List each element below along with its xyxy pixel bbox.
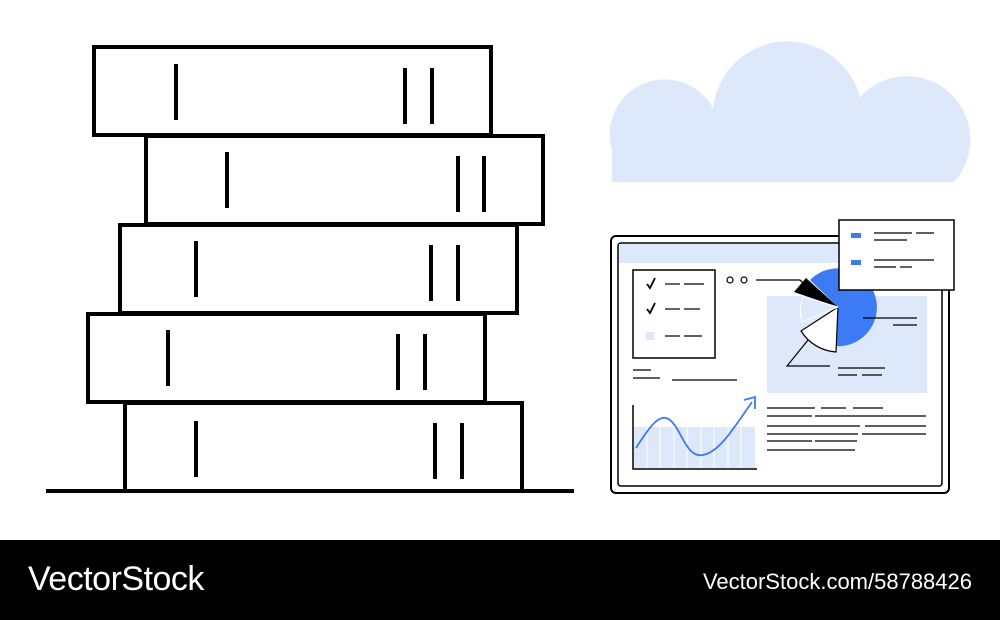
legend-card (838, 219, 955, 291)
stock-id-link[interactable]: VectorStock.com/58788426 (702, 569, 972, 594)
pie-slice-light (799, 296, 840, 323)
line-chart-icon (632, 395, 757, 470)
check-icon (646, 277, 656, 290)
connector-dot (740, 276, 748, 284)
dashboard-screen-icon (610, 219, 955, 494)
footer-bar: VectorStock VectorStock.com/58788426 (0, 540, 1000, 620)
legend-swatch (851, 233, 861, 238)
book-3 (118, 223, 519, 315)
illustration-canvas (46, 41, 971, 494)
trend-arrow-icon (743, 395, 756, 409)
checklist-icon (632, 269, 716, 359)
pie-slice-black (794, 278, 838, 307)
book-1 (92, 45, 493, 137)
legend-swatch (851, 260, 861, 265)
pie-pointer-line (785, 339, 830, 367)
line-chart-area (634, 427, 755, 468)
cloud-icon (609, 41, 971, 183)
brand-logo[interactable]: VectorStock (28, 560, 204, 598)
book-2 (144, 134, 545, 226)
connector-dot (726, 276, 734, 284)
line-chart-gridlines (646, 427, 742, 468)
text-block (767, 407, 926, 451)
trend-line (635, 401, 753, 456)
checklist-card (632, 269, 716, 359)
legend-card-icon (838, 219, 955, 291)
pie-slice-white (800, 305, 839, 353)
unchecked-box-icon (646, 332, 654, 340)
stacked-books-icon (46, 45, 574, 493)
check-icon (646, 302, 656, 315)
line-chart-axes (632, 405, 757, 470)
